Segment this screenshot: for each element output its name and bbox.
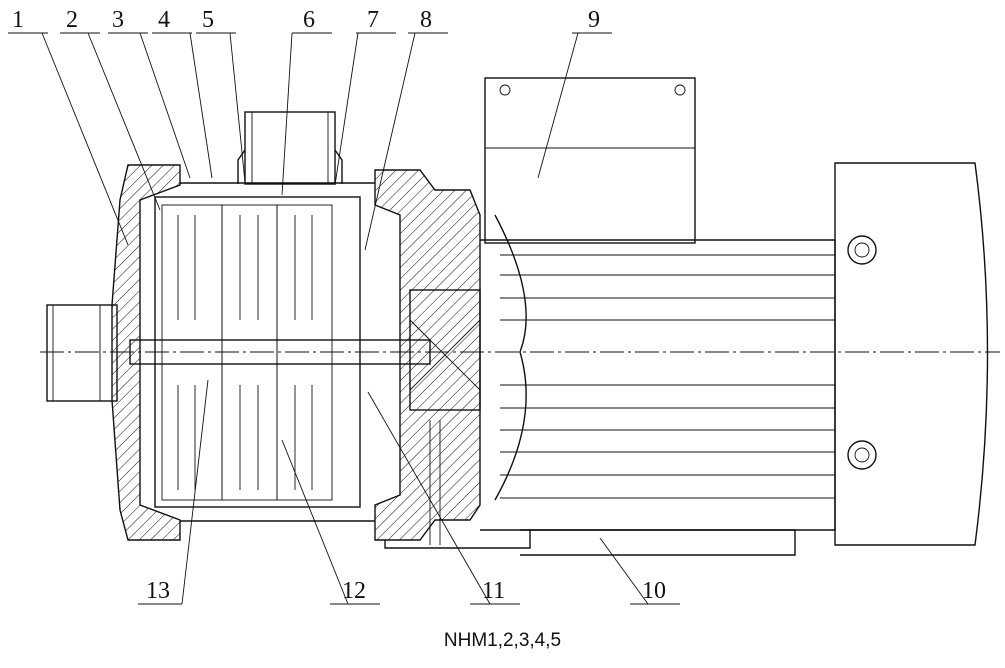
fan-cover: [834, 162, 989, 546]
callout-3: 3: [112, 7, 124, 33]
motor-body: [480, 214, 836, 531]
inlet-port: [46, 304, 118, 402]
leader-lines: [8, 32, 680, 605]
pump-casing: [111, 164, 375, 541]
callout-4: 4: [158, 7, 170, 33]
callout-2: 2: [66, 7, 78, 33]
callout-9: 9: [588, 7, 600, 33]
callout-12: 12: [342, 578, 366, 604]
callout-1: 1: [12, 7, 24, 33]
outlet-port: [237, 111, 343, 185]
motor-bracket: [374, 169, 481, 541]
callout-7: 7: [367, 7, 379, 33]
callout-11: 11: [482, 578, 505, 604]
callout-10: 10: [642, 578, 666, 604]
callout-5: 5: [202, 7, 214, 33]
callout-8: 8: [420, 7, 432, 33]
terminal-box: [484, 77, 696, 244]
callout-6: 6: [303, 7, 315, 33]
callout-13: 13: [146, 578, 170, 604]
drawing-caption: NHM1,2,3,4,5: [443, 630, 562, 651]
